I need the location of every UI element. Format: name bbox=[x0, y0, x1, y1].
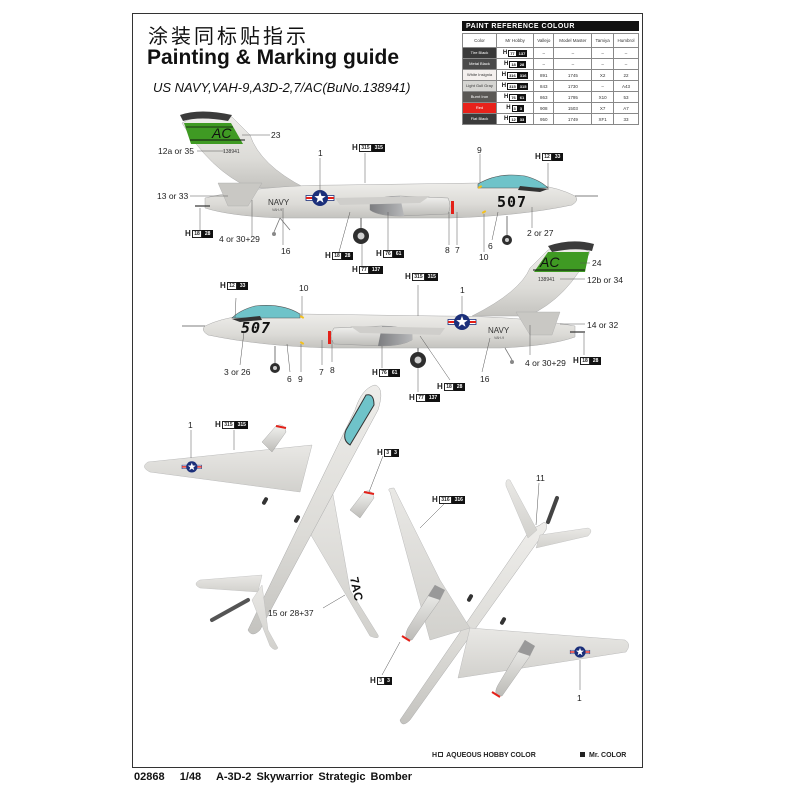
paint-reference-table: PAINT REFERENCE COLOUR Color Mr Hobby Va… bbox=[462, 21, 640, 125]
product-code: 02868 bbox=[134, 771, 165, 783]
callout-24: 24 bbox=[592, 258, 602, 268]
product-name: A-3D-2 Skywarrior Strategic Bomber bbox=[215, 771, 413, 783]
callout-14: 14 or 32 bbox=[587, 320, 619, 330]
paint-vallejo: 950 bbox=[533, 113, 555, 125]
svg-text:138941: 138941 bbox=[223, 149, 240, 155]
svg-text:507: 507 bbox=[241, 319, 271, 337]
callout-8: 8 bbox=[445, 245, 450, 255]
page-title: Painting & Marking guide bbox=[147, 46, 400, 69]
svg-text:NAVY: NAVY bbox=[488, 326, 510, 335]
bottom-view bbox=[381, 479, 629, 725]
svg-text:AC: AC bbox=[539, 254, 560, 270]
callout-6-right: 6 bbox=[287, 374, 292, 384]
legend-aqueous-box-icon bbox=[438, 752, 444, 757]
legend-aqueous-prefix: H bbox=[432, 752, 438, 759]
callout-11: 11 bbox=[536, 473, 545, 483]
legend-aqueous-label: AQUEOUS HOBBY COLOR bbox=[446, 752, 536, 759]
callout-1-top: 1 bbox=[188, 420, 193, 430]
callout-16-right: 16 bbox=[480, 374, 490, 384]
svg-text:NAVY: NAVY bbox=[268, 198, 290, 207]
callout-10: 10 bbox=[479, 252, 489, 262]
callout-2: 2 or 27 bbox=[527, 228, 554, 238]
callout-12a: 12a or 35 bbox=[158, 146, 194, 156]
paint-humbrol: A43 bbox=[612, 80, 640, 92]
callout-15: 15 or 28+37 bbox=[268, 608, 314, 618]
legend-mr-label: Mr. COLOR bbox=[589, 752, 627, 759]
paint-model-master: 1749 bbox=[553, 113, 593, 125]
callout-1: 1 bbox=[318, 148, 323, 158]
legend-aqueous: H AQUEOUS HOBBY COLOR bbox=[432, 752, 536, 759]
paint-color-name: Flat Black bbox=[462, 113, 497, 125]
callout-1-right: 1 bbox=[460, 285, 465, 295]
callout-9: 9 bbox=[477, 145, 482, 155]
callout-16: 16 bbox=[281, 246, 291, 256]
callout-4-right: 4 or 30+29 bbox=[525, 358, 566, 368]
callout-7-right: 7 bbox=[319, 367, 324, 377]
svg-text:AC: AC bbox=[211, 125, 232, 141]
title-chinese: 涂装同标贴指示 bbox=[148, 24, 309, 48]
paint-humbrol: 22 bbox=[612, 69, 640, 81]
paint-vallejo: – bbox=[533, 58, 555, 70]
svg-text:VAH-9: VAH-9 bbox=[272, 208, 282, 212]
callout-1-bottom: 1 bbox=[577, 693, 582, 703]
callout-12b: 12b or 34 bbox=[587, 275, 623, 285]
callout-6: 6 bbox=[488, 241, 493, 251]
svg-text:7AC: 7AC bbox=[347, 576, 366, 603]
callout-23: 23 bbox=[271, 130, 281, 140]
top-view: 7AC bbox=[144, 384, 384, 650]
paint-humbrol: A7 bbox=[612, 102, 640, 114]
paint-color-name: Light Gull Gray bbox=[462, 80, 497, 92]
aircraft-subtitle: US NAVY,VAH-9,A3D-2,7/AC(BuNo.138941) bbox=[153, 80, 411, 95]
product-scale: 1/48 bbox=[179, 771, 202, 783]
callout-7: 7 bbox=[455, 245, 460, 255]
side-view-right: AC 138941 NAVY VAH-9 507 bbox=[182, 241, 594, 392]
paint-humbrol: – bbox=[612, 58, 640, 70]
side-view-left: AC 138941 NAVY VAH-9 507 bbox=[180, 111, 598, 266]
svg-text:507: 507 bbox=[497, 193, 527, 211]
legend-mr-box-icon bbox=[580, 752, 585, 757]
callout-4: 4 or 30+29 bbox=[219, 234, 260, 244]
paint-table-title: PAINT REFERENCE COLOUR bbox=[462, 21, 639, 31]
paint-table: Color Mr Hobby Vallejo Model Master Tami… bbox=[462, 33, 640, 125]
product-footer: 02868 1/48 A-3D-2 Skywarrior Strategic B… bbox=[134, 771, 412, 783]
svg-text:VAH-9: VAH-9 bbox=[494, 336, 504, 340]
paint-humbrol: 33 bbox=[612, 113, 640, 125]
callout-10-right: 10 bbox=[299, 283, 309, 293]
legend-mr-color: Mr. COLOR bbox=[580, 752, 626, 759]
callout-9-right: 9 bbox=[298, 374, 303, 384]
svg-text:138941: 138941 bbox=[538, 277, 555, 283]
callout-13: 13 or 33 bbox=[157, 191, 189, 201]
callout-8-right: 8 bbox=[330, 365, 335, 375]
callout-3: 3 or 26 bbox=[224, 367, 251, 377]
paint-table-header: Color Mr Hobby Vallejo Model Master Tami… bbox=[462, 33, 640, 48]
